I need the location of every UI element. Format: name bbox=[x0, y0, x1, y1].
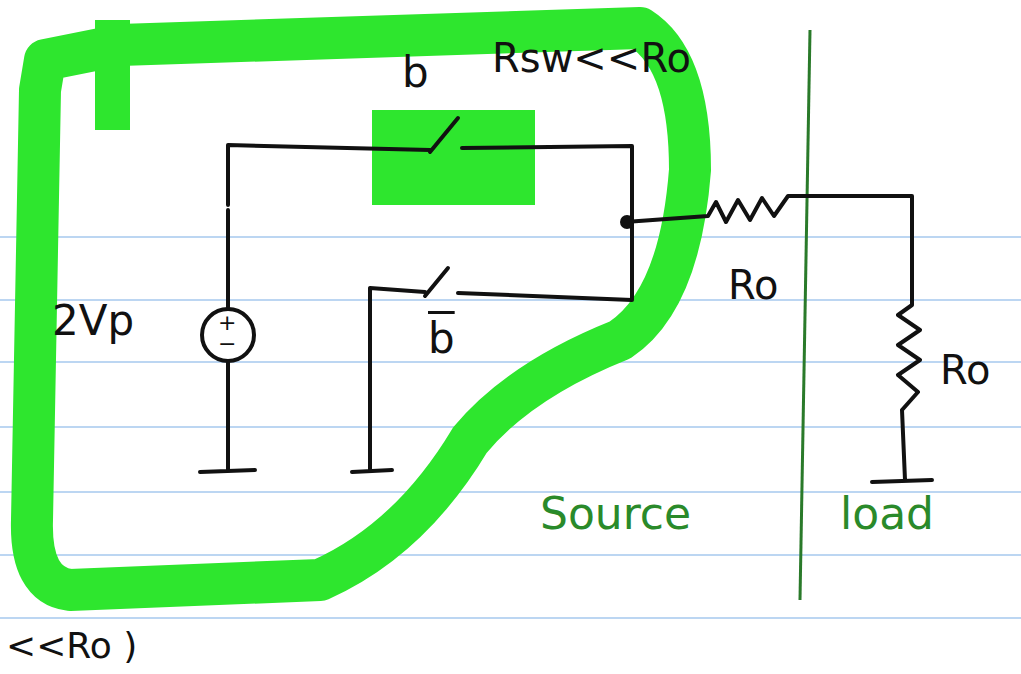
switch-label: b bbox=[428, 318, 455, 360]
divider-line bbox=[800, 30, 810, 600]
switch-label: b bbox=[402, 52, 429, 94]
polarity-mark: + bbox=[218, 312, 236, 334]
resistor-symbol bbox=[625, 196, 932, 482]
resistance-note: Rsw<<Ro bbox=[492, 38, 691, 78]
region-label: load bbox=[840, 492, 934, 536]
voltage-source-symbol bbox=[202, 309, 254, 361]
switch-symbol bbox=[430, 118, 458, 152]
source-voltage: 2Vp bbox=[52, 300, 134, 342]
region-label: Source bbox=[540, 492, 691, 536]
switch-symbol bbox=[425, 268, 448, 296]
note-fragment: <<Ro ) bbox=[6, 628, 137, 664]
node-dot bbox=[620, 215, 634, 229]
polarity-mark: − bbox=[218, 333, 236, 355]
resistor-label: Ro bbox=[728, 265, 778, 305]
resistor-label: Ro bbox=[940, 350, 990, 390]
switch-highlight bbox=[372, 110, 535, 205]
highlight-mark bbox=[95, 20, 130, 130]
wires bbox=[200, 118, 932, 482]
